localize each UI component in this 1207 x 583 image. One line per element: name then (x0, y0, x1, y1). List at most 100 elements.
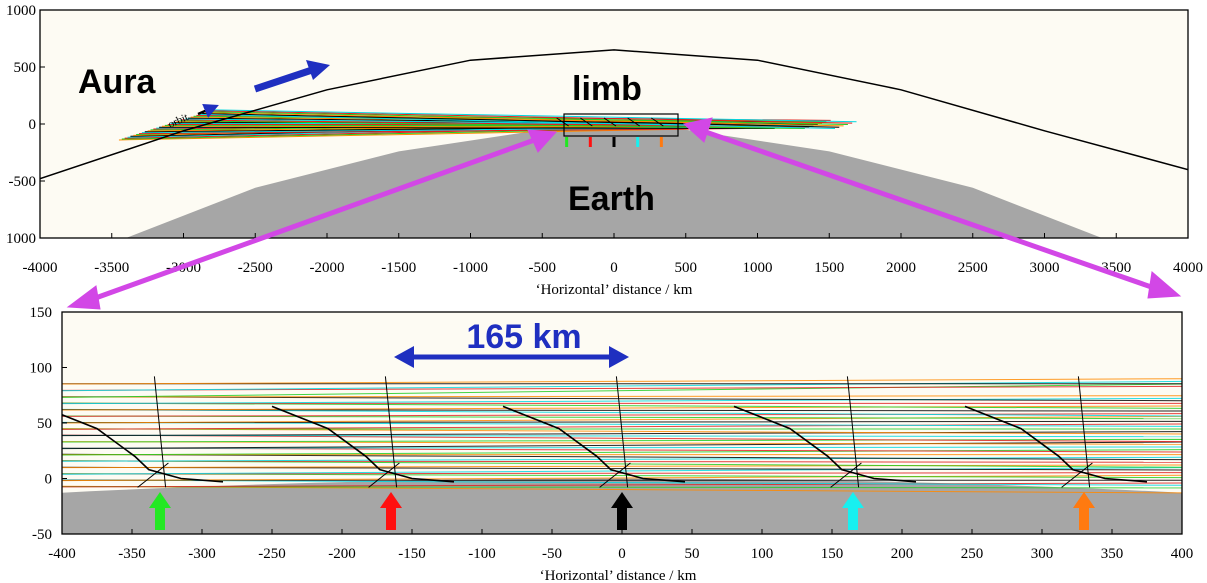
limb-ray (210, 110, 853, 124)
ray-line (62, 397, 1182, 405)
spacing-arrow (394, 346, 629, 368)
ray-line (62, 466, 1182, 471)
ray-line (62, 395, 1182, 398)
ray-line (62, 413, 1182, 417)
ray-line (62, 464, 1182, 469)
bottom-x-tick-label: -300 (188, 546, 216, 562)
top-x-tick-label: 4000 (1173, 260, 1203, 276)
limb-ray (199, 113, 836, 130)
zoom-connectors (66, 117, 1182, 310)
profile-marker-arrow-icon (842, 492, 864, 530)
top-x-tick-label: -2500 (238, 260, 273, 276)
bottom-x-tick-label: -400 (48, 546, 76, 562)
ray-line (62, 396, 1182, 402)
ray-line (62, 415, 1182, 424)
ray-line (62, 473, 1182, 479)
bottom-x-tick-label: -50 (542, 546, 562, 562)
tangent-line (384, 376, 398, 488)
aura-label: Aura (78, 63, 157, 101)
limb-profile-stroke (651, 117, 664, 127)
bottom-y-tick-label: 0 (45, 472, 53, 488)
ray-line (62, 441, 1182, 450)
temperature-profiles (62, 376, 1148, 488)
top-x-tick-label: 3000 (1030, 260, 1060, 276)
tangent-line (137, 462, 169, 488)
bottom-y-tick-label: 50 (37, 416, 52, 432)
bottom-y-tick-label: -50 (32, 527, 52, 543)
ray-line (62, 420, 1182, 424)
ray-line (62, 446, 1182, 449)
ray-line (62, 423, 1182, 430)
limb-ray (207, 111, 848, 125)
bottom-x-tick-label: 200 (891, 546, 914, 562)
ray-line (62, 467, 1182, 475)
profile-marker-arrow-icon (380, 492, 402, 530)
top-x-tick-label: -4000 (23, 260, 58, 276)
limb-box (563, 113, 679, 137)
limb-ray (139, 128, 745, 135)
ray-line (62, 434, 1182, 443)
bottom-x-tick-label: 250 (961, 546, 984, 562)
top-x-tick-label: 0 (610, 260, 618, 276)
ray-line (62, 421, 1182, 427)
ray-line (62, 447, 1182, 453)
top-panel: -4000-3500-3000-2500-2000-1500-1000-5000… (6, 3, 1203, 298)
ray-line (62, 408, 1182, 417)
profile-marker-arrow-icon (149, 492, 171, 530)
temperature-profile (502, 405, 686, 483)
ray-line (62, 460, 1182, 468)
bottom-x-tick-label: -350 (118, 546, 146, 562)
top-x-tick-label: -500 (529, 260, 557, 276)
temperature-profile (733, 405, 917, 483)
tangent-line (830, 462, 862, 488)
bottom-y-tick-label: 150 (30, 305, 53, 321)
ray-line (62, 456, 1182, 462)
top-y-tick-label: 500 (14, 60, 37, 76)
ray-line (62, 449, 1182, 456)
ray-line (62, 441, 1182, 445)
limb-ray (205, 112, 844, 127)
ray-line (62, 405, 1182, 411)
ray-line (62, 479, 1182, 486)
profile-marker-arrows (149, 492, 1095, 530)
tangent-line (368, 462, 400, 488)
ray-line (62, 438, 1182, 443)
ray-line (62, 409, 1182, 412)
limb-profile-marks (556, 117, 664, 147)
limb-label: limb (572, 70, 642, 108)
bottom-x-tick-label: 50 (685, 546, 700, 562)
ray-line (62, 378, 1182, 385)
profile-marker-arrow-icon (611, 492, 633, 530)
ray-line (62, 380, 1182, 392)
top-y-tick-label: 1000 (6, 231, 36, 247)
bottom-x-tick-label: -250 (258, 546, 286, 562)
top-x-axis-label: ‘Horizontal’ distance / km (536, 282, 693, 298)
ray-line (62, 385, 1182, 391)
top-x-tick-label: 1000 (743, 260, 773, 276)
earth-surface (126, 124, 1102, 238)
limb-profile-stroke (627, 117, 640, 127)
tangent-line (1061, 462, 1093, 488)
top-x-tick-label: -1500 (381, 260, 416, 276)
bottom-x-tick-label: -100 (468, 546, 496, 562)
bottom-x-tick-label: 300 (1031, 546, 1054, 562)
temperature-profile (271, 405, 455, 483)
bottom-y-tick-label: 100 (30, 361, 53, 377)
tangent-line (846, 376, 860, 488)
bottom-x-tick-label: 350 (1101, 546, 1124, 562)
bottom-x-tick-label: 150 (821, 546, 844, 562)
limb-profile-stroke (603, 117, 617, 127)
bottom-x-tick-label: 0 (618, 546, 626, 562)
top-x-tick-label: -3500 (94, 260, 129, 276)
top-y-tick-label: 0 (29, 117, 37, 133)
ray-line (62, 383, 1182, 398)
tangent-line (153, 376, 167, 488)
top-x-tick-label: 500 (675, 260, 698, 276)
top-x-tick-label: -1000 (453, 260, 488, 276)
ray-line (62, 486, 1182, 489)
orbit-curve (40, 49, 1188, 180)
ray-line (62, 402, 1182, 409)
top-y-tick-label: 1000 (6, 3, 36, 19)
